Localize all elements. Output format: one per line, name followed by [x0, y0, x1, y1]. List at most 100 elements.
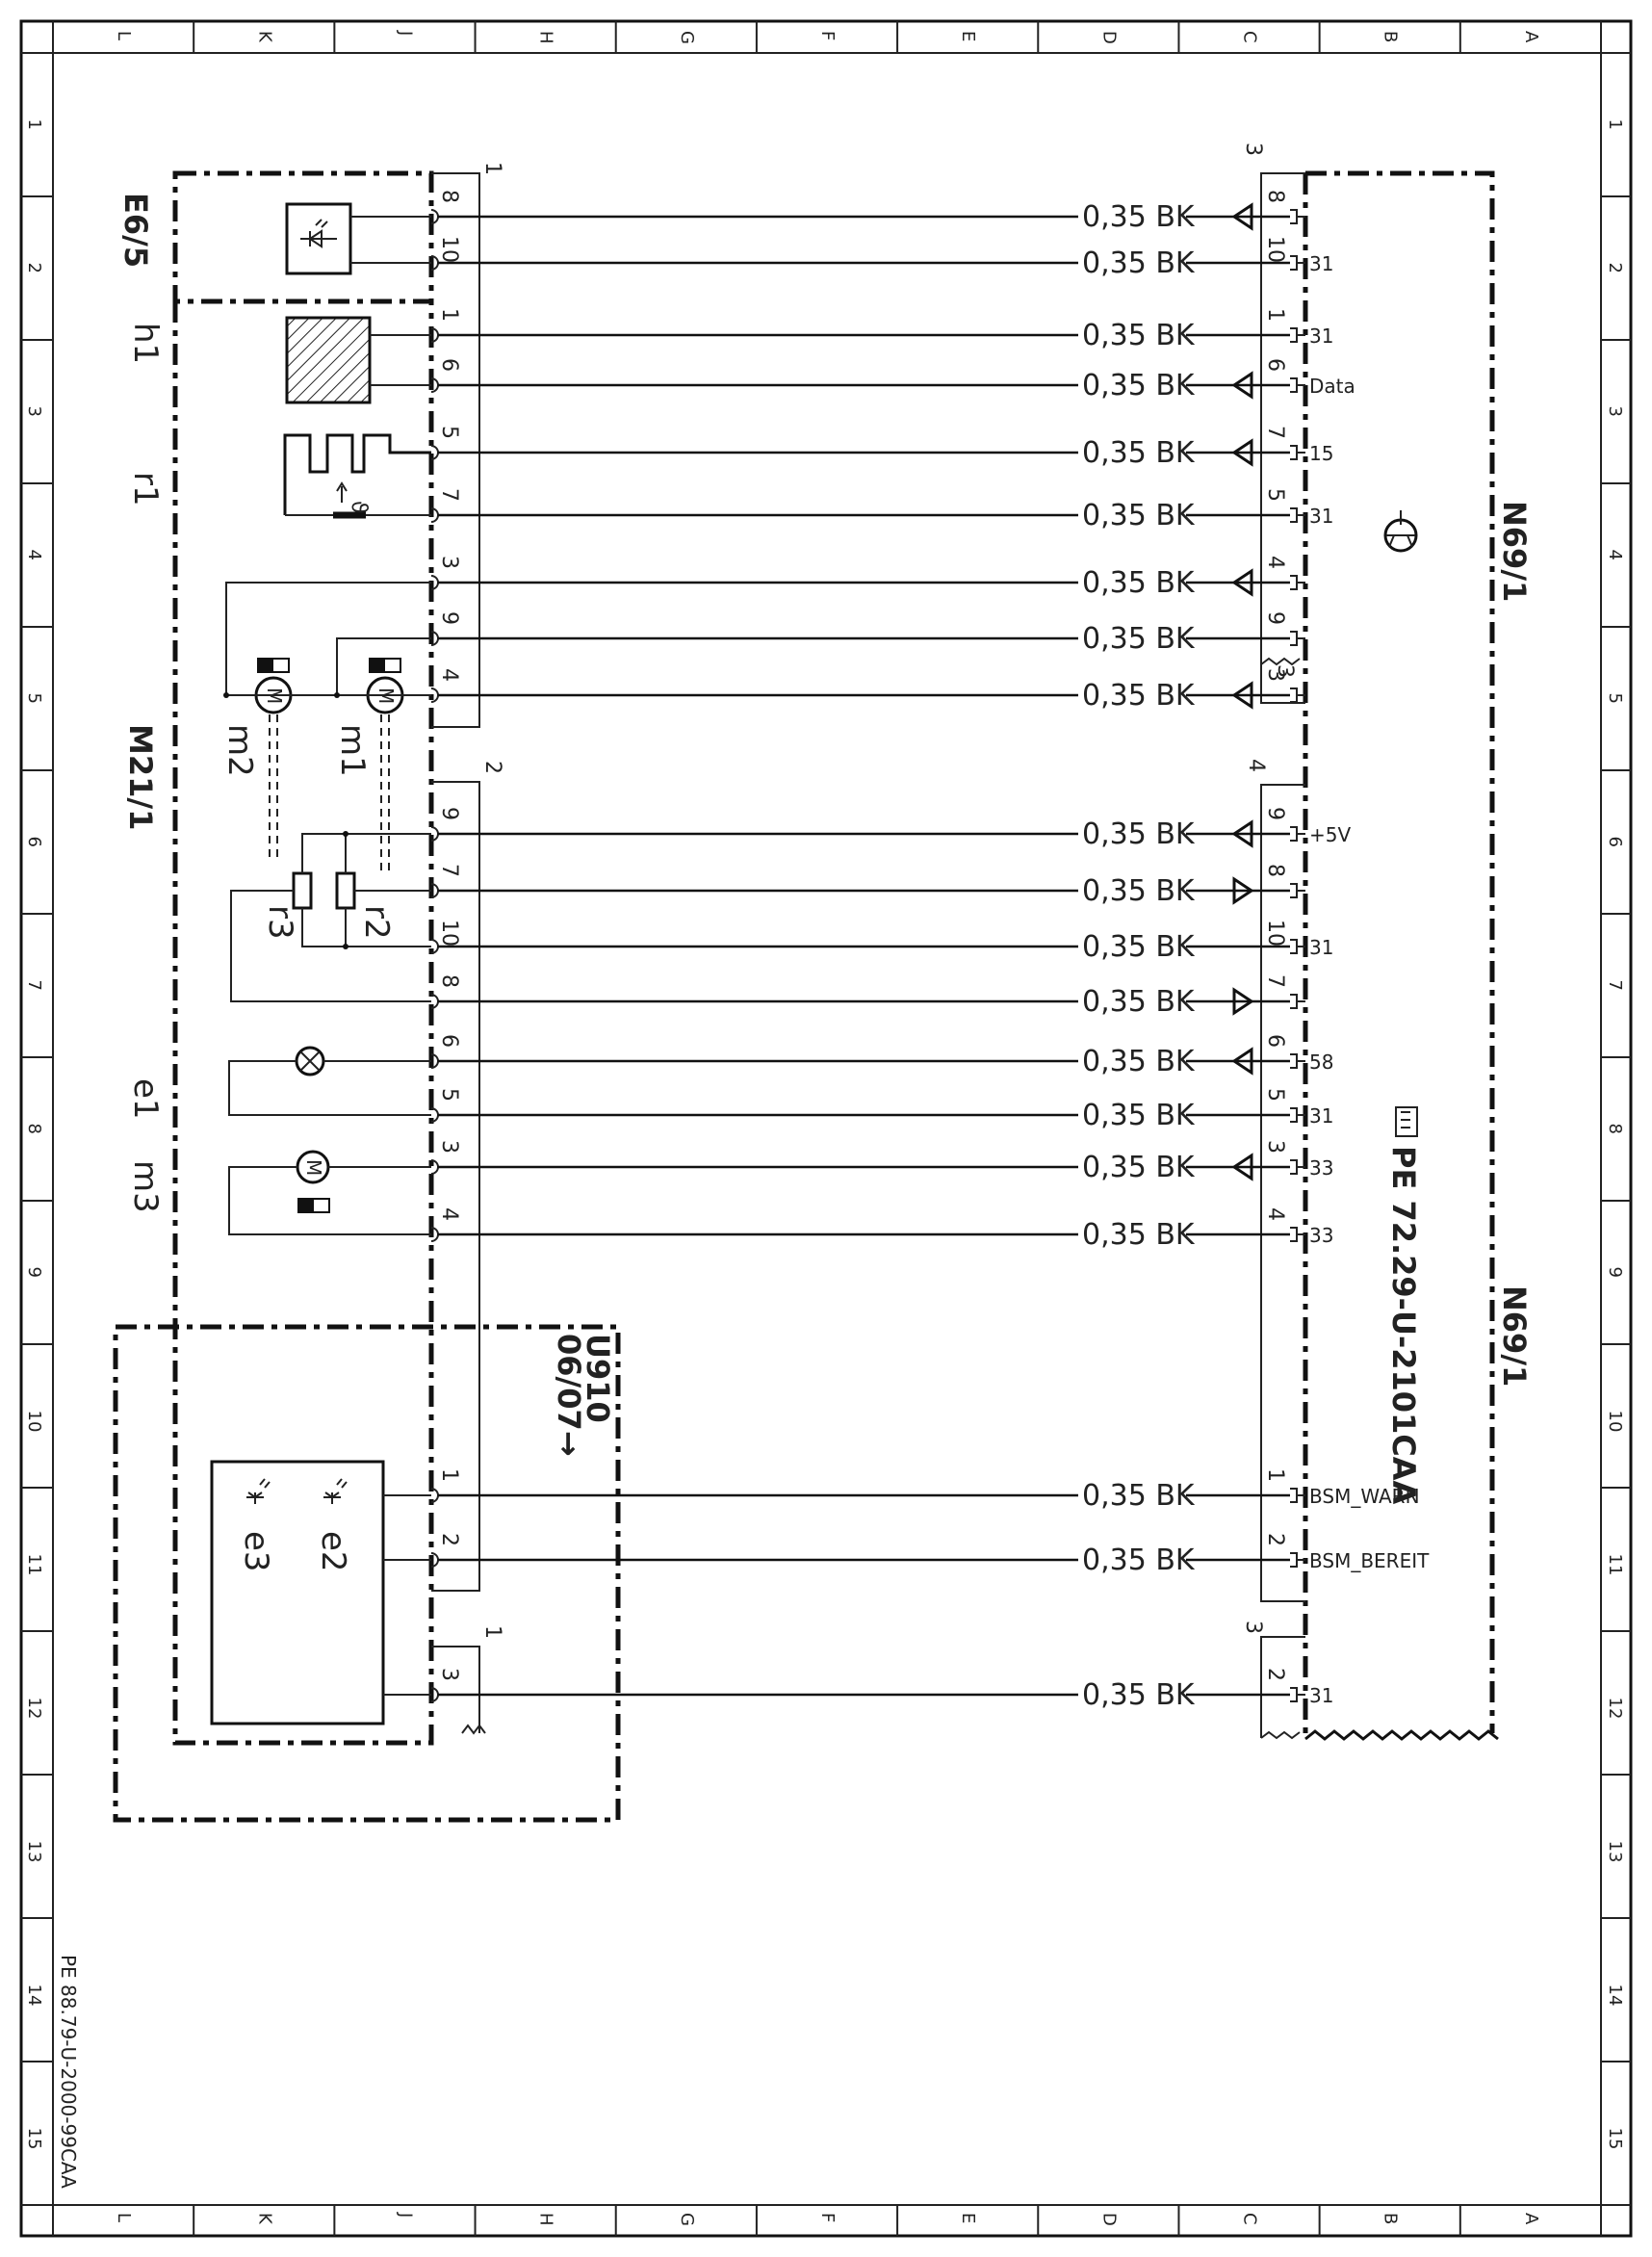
- wire-left-pin: 4: [437, 668, 461, 682]
- grid-col-bottom-6: E: [958, 2213, 978, 2223]
- wire-signal-label: Data: [1309, 375, 1355, 398]
- grid-row-left-4: 5: [24, 693, 44, 704]
- m21-1-label: M21/1: [122, 724, 159, 830]
- wire-8: [430, 631, 1305, 646]
- wire-right-pin: 10: [1263, 236, 1287, 263]
- wire-left-pin: 3: [437, 1668, 461, 1681]
- wire-left-pin: 1: [437, 1468, 461, 1482]
- wire-right-pin: 7: [1263, 974, 1287, 988]
- m2-motor-symbol: M: [252, 658, 295, 714]
- wire-left-pin: 6: [437, 358, 461, 372]
- wire-spec-label: 0,35 BK: [1082, 1099, 1196, 1132]
- wire-signal-label: 31: [1309, 1684, 1333, 1707]
- wire-signal-label: +5V: [1309, 823, 1351, 846]
- wire-left-pin: 7: [437, 488, 461, 502]
- grid-col-top-10: A: [1521, 31, 1541, 43]
- wire-left-pin: 9: [437, 611, 461, 625]
- wire-left-pin: 7: [437, 864, 461, 877]
- grid-col-bottom-7: D: [1098, 2213, 1119, 2226]
- grid-row-left-11: 12: [24, 1698, 44, 1720]
- wire-spec-label: 0,35 BK: [1082, 200, 1196, 234]
- wire-spec-label: 0,35 BK: [1082, 246, 1196, 280]
- r1-temperature-symbol: ϑ: [347, 501, 371, 514]
- grid-row-left-7: 8: [24, 1124, 44, 1134]
- wire-spec-label: 0,35 BK: [1082, 499, 1196, 532]
- wire-signal-label: 31: [1309, 252, 1333, 275]
- grid-row-left-8: 9: [24, 1267, 44, 1278]
- grid-col-bottom-1: K: [254, 2213, 274, 2225]
- wire-spec-label: 0,35 BK: [1082, 874, 1196, 908]
- wire-signal-label: 31: [1309, 324, 1333, 348]
- wire-spec-label: 0,35 BK: [1082, 369, 1196, 402]
- grid-col-top-5: F: [817, 31, 838, 40]
- transistor-icon: [1383, 510, 1418, 553]
- wire-signal-label: BSM_WARN: [1309, 1485, 1420, 1508]
- wire-12: [430, 939, 1305, 954]
- e1-label: e1: [126, 1078, 165, 1120]
- grid-row-left-13: 14: [24, 1985, 44, 2007]
- wire-signal-label: BSM_BEREIT: [1309, 1549, 1430, 1572]
- grid-row-left-9: 10: [24, 1411, 44, 1433]
- grid-row-right-3: 4: [1605, 550, 1625, 560]
- grid-col-bottom-2: J: [395, 2212, 415, 2218]
- wire-spec-label: 0,35 BK: [1082, 436, 1196, 470]
- h1-display-symbol: [285, 316, 372, 404]
- grid-col-bottom-5: F: [817, 2213, 838, 2222]
- m3-label: m3: [126, 1160, 165, 1213]
- grid-row-left-5: 6: [24, 837, 44, 847]
- grid-row-right-6: 7: [1605, 980, 1625, 991]
- grid-row-left-10: 11: [24, 1554, 44, 1576]
- grid-col-top-1: K: [254, 31, 274, 43]
- wire-left-pin: 4: [437, 1207, 461, 1221]
- grid-col-top-8: C: [1240, 31, 1260, 43]
- wire-signal-label: 31: [1309, 1104, 1333, 1128]
- wire-left-pin: 9: [437, 807, 461, 820]
- grid-row-right-10: 11: [1605, 1554, 1625, 1576]
- n69-1-box: [1303, 170, 1495, 1733]
- n69-1-zigzag: [1304, 1729, 1499, 1741]
- e6-5-label: E6/5: [117, 193, 154, 268]
- wire-left-pin: 5: [437, 1088, 461, 1102]
- wire-signal-label: 31: [1309, 936, 1333, 959]
- wire-right-pin: 6: [1263, 358, 1287, 372]
- wire-spec-label: 0,35 BK: [1082, 1678, 1196, 1712]
- wire-signal-label: 33: [1309, 1156, 1333, 1180]
- wire-19: [430, 1552, 1305, 1568]
- connector-left-1b: 1: [480, 1625, 504, 1639]
- grid-col-top-2: J: [395, 30, 415, 36]
- grid-row-left-14: 15: [24, 2128, 44, 2150]
- grid-row-left-2: 3: [24, 406, 44, 417]
- pe-reference: PE 72.29-U-2101CAA: [1385, 1146, 1422, 1505]
- r3-label: r3: [261, 905, 299, 940]
- wire-spec-label: 0,35 BK: [1082, 1151, 1196, 1184]
- document-reference: PE 88.79-U-2000-99CAA: [57, 1955, 80, 2189]
- svg-text:M: M: [302, 1159, 325, 1176]
- grid-col-bottom-8: C: [1240, 2213, 1260, 2225]
- e2-led-symbol: [323, 1478, 348, 1504]
- r3-potentiometer-symbol: [292, 871, 313, 910]
- wire-16: [430, 1153, 1305, 1181]
- grid-row-right-14: 15: [1605, 2128, 1625, 2150]
- wire-right-pin: 9: [1263, 807, 1287, 820]
- wire-left-pin: 3: [437, 1140, 461, 1154]
- wire-right-pin: 3: [1263, 668, 1287, 682]
- wire-20: [430, 1687, 1305, 1702]
- wire-spec-label: 0,35 BK: [1082, 985, 1196, 1019]
- wire-spec-label: 0,35 BK: [1082, 1479, 1196, 1513]
- wire-5: [430, 438, 1305, 467]
- r1-label: r1: [126, 472, 165, 506]
- u910-date: 06/07→: [551, 1334, 587, 1457]
- e6-5-symbol: [285, 202, 352, 275]
- r2-label: r2: [357, 905, 396, 940]
- grid-row-right-5: 6: [1605, 837, 1625, 847]
- grid-row-right-4: 5: [1605, 693, 1625, 704]
- grid-row-right-9: 10: [1605, 1411, 1625, 1433]
- grid-col-bottom-9: B: [1381, 2213, 1401, 2224]
- wire-right-pin: 6: [1263, 1034, 1287, 1048]
- e3-led-symbol: [246, 1478, 271, 1504]
- wire-right-pin: 10: [1263, 920, 1287, 947]
- wire-spec-label: 0,35 BK: [1082, 319, 1196, 352]
